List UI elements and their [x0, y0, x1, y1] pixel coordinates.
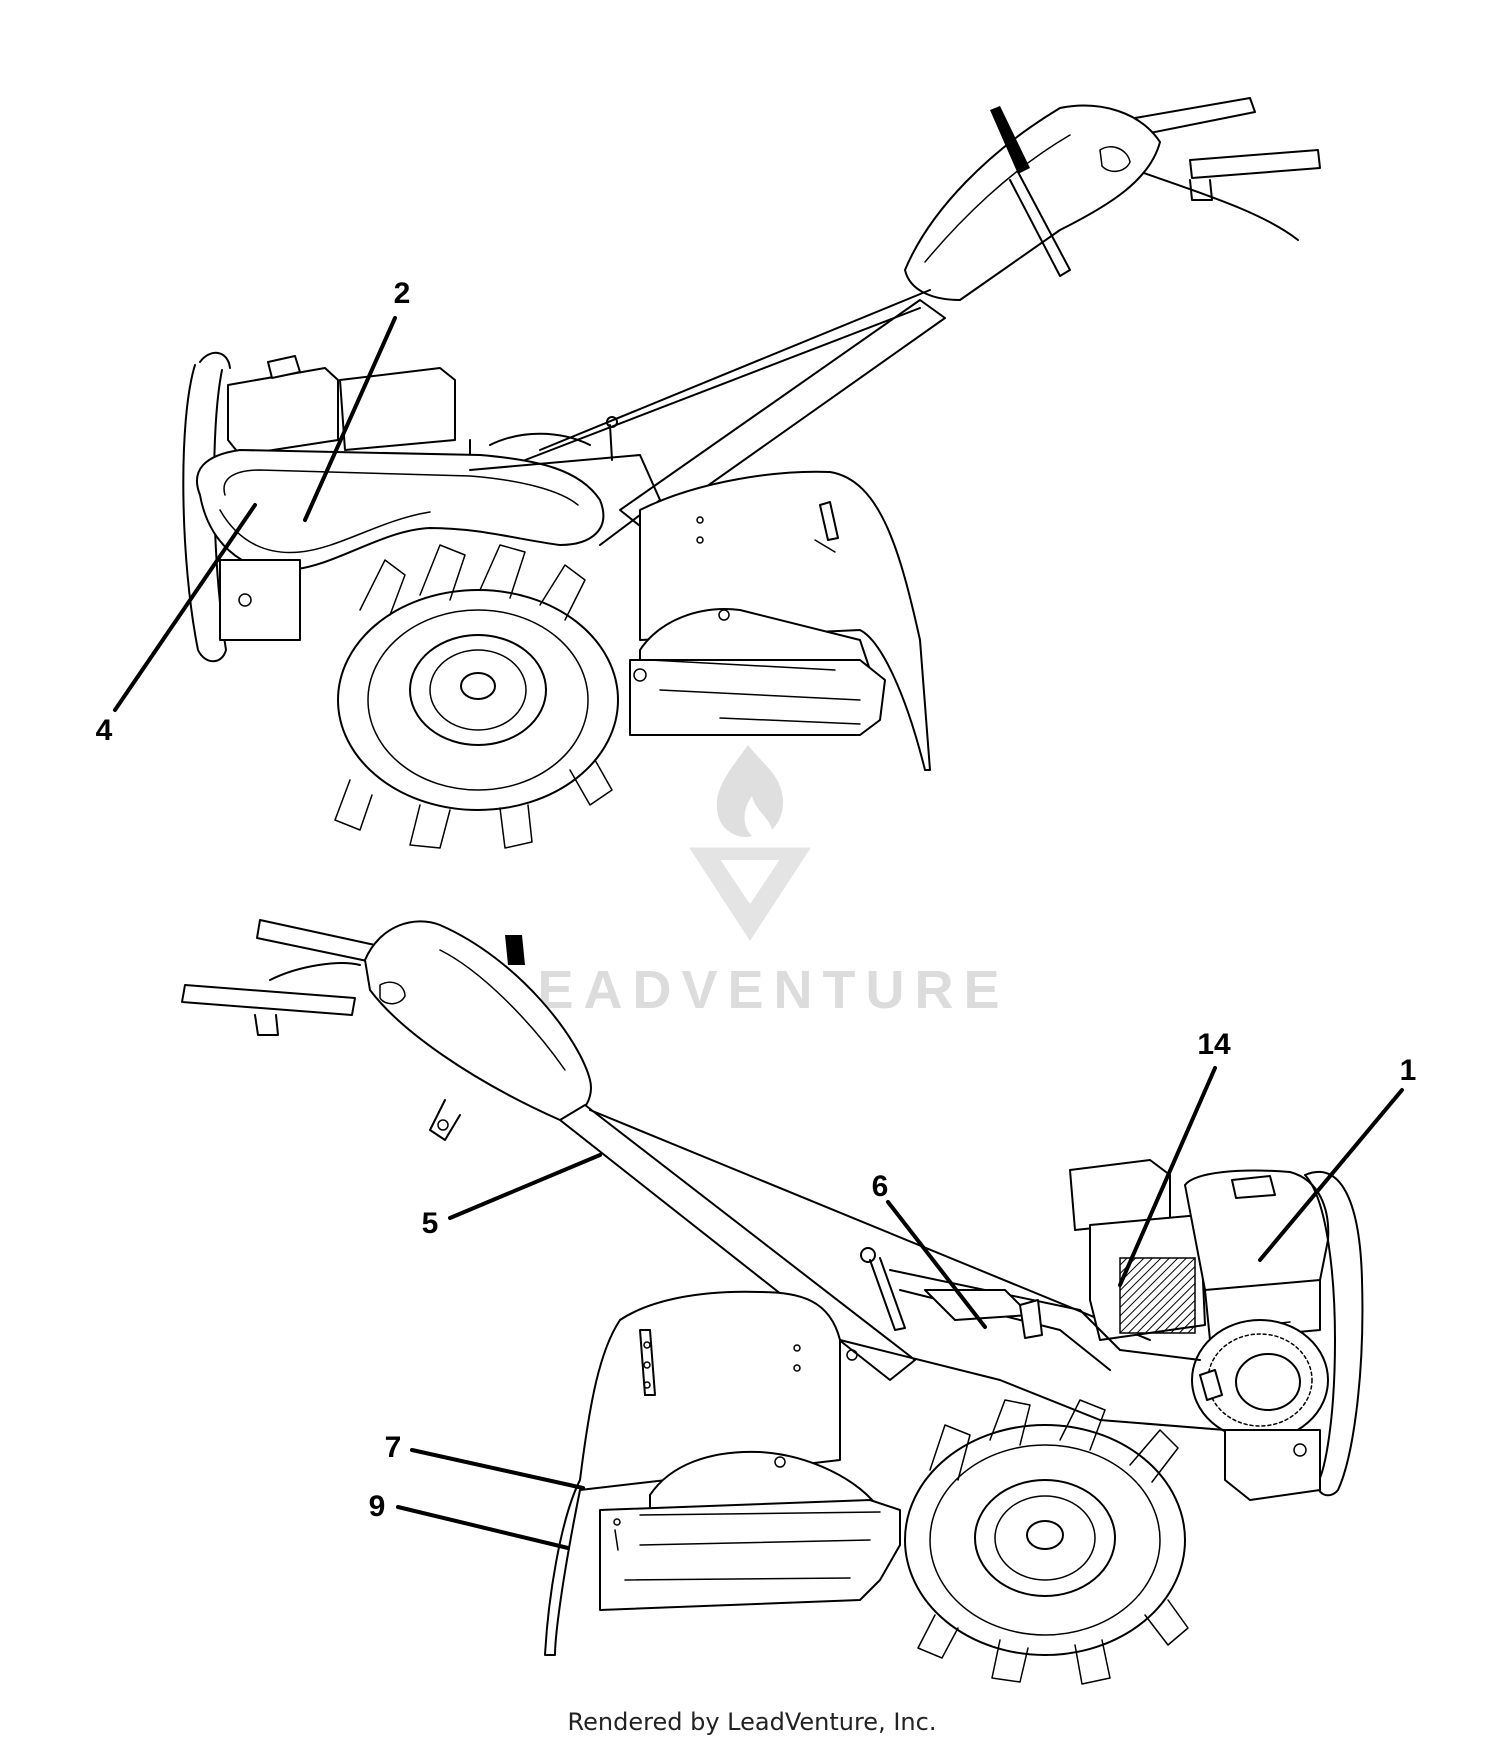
callout-4: 4 — [96, 714, 113, 747]
tiller-top-view — [182, 97, 1321, 849]
leader-7 — [410, 1448, 585, 1490]
callout-6: 6 — [872, 1170, 889, 1203]
callout-9: 9 — [369, 1490, 386, 1523]
watermark-text: LEADVENTURE — [494, 960, 1009, 1020]
footer-credit: Rendered by LeadVenture, Inc. — [568, 1708, 937, 1736]
leader-6 — [886, 1200, 987, 1329]
callout-2: 2 — [394, 277, 411, 310]
leader-2 — [303, 316, 397, 522]
wheel-top — [334, 544, 619, 849]
v-logo-icon — [689, 847, 811, 941]
callout-labels: 2 4 14 1 6 5 7 9 — [96, 277, 1417, 1523]
leader-1 — [1258, 1088, 1404, 1262]
leader-14 — [1118, 1066, 1217, 1287]
leader-5 — [448, 1153, 602, 1220]
callout-14: 14 — [1197, 1028, 1231, 1061]
leader-lines — [113, 316, 1404, 1550]
callout-1: 1 — [1400, 1054, 1417, 1087]
wheel-bottom — [904, 1399, 1189, 1685]
callout-7: 7 — [385, 1431, 402, 1464]
callout-5: 5 — [422, 1207, 439, 1240]
leader-9 — [396, 1505, 570, 1550]
flame-icon — [716, 745, 784, 838]
leader-4 — [113, 503, 257, 712]
tiller-bottom-view — [181, 919, 1364, 1685]
watermark: LEADVENTURE — [494, 745, 1009, 1020]
